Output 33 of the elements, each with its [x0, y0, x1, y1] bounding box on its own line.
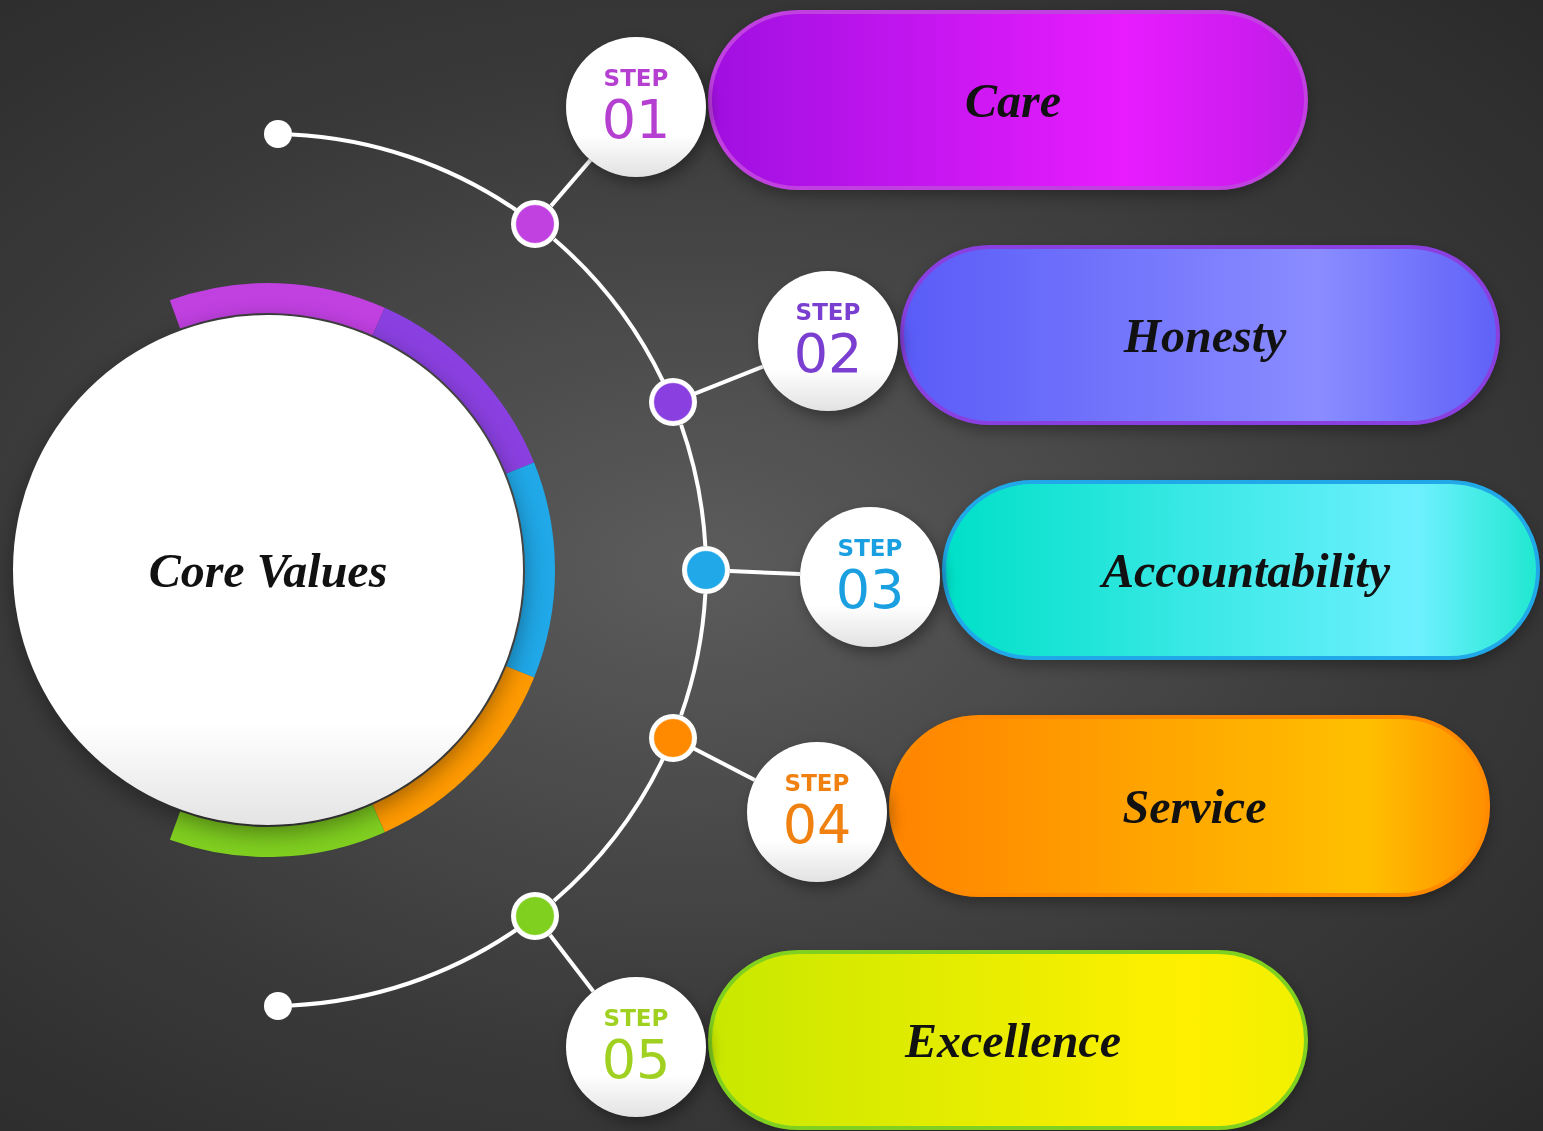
value-label: Service: [1122, 778, 1267, 834]
connector-dot: [511, 200, 560, 249]
connector-line: [679, 424, 708, 547]
connector-line: [679, 593, 708, 716]
connector-dot: [263, 120, 292, 149]
connector-line: [729, 569, 801, 576]
value-label: Excellence: [905, 1012, 1121, 1068]
connector-line: [692, 746, 756, 782]
connector-dot: [511, 891, 560, 940]
connector-line: [552, 237, 665, 382]
connector-line: [291, 928, 518, 1008]
step-label: STEP: [603, 1005, 669, 1031]
center-title: Core Values: [148, 542, 388, 598]
step-number: 04: [782, 796, 852, 854]
connector-line: [548, 933, 595, 993]
step-number: 05: [601, 1031, 671, 1089]
step-label: STEP: [795, 299, 861, 325]
connector-dot: [648, 378, 697, 427]
connector-line: [291, 132, 518, 212]
step-label: STEP: [784, 770, 850, 796]
connector-dot: [682, 546, 730, 594]
connector-dot: [648, 713, 697, 762]
step-number: 03: [835, 561, 905, 619]
connector-line: [549, 158, 592, 208]
connector-line: [552, 758, 665, 903]
step-number: 02: [793, 325, 863, 383]
step-label: STEP: [603, 65, 669, 91]
value-label: Care: [965, 72, 1061, 128]
step-label: STEP: [837, 535, 903, 561]
step-number: 01: [601, 91, 671, 149]
value-label: Honesty: [1123, 307, 1287, 363]
connector-line: [694, 364, 764, 396]
connector-dot: [263, 991, 292, 1020]
